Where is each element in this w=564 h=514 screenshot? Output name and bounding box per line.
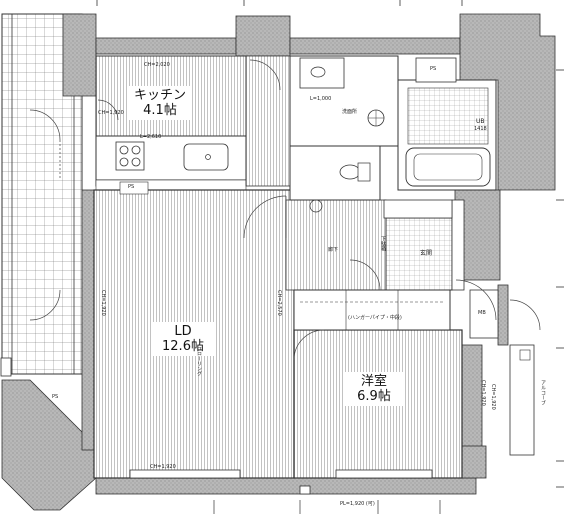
wash-l-label: L=1,000	[310, 96, 332, 102]
bottom-dim-label: PL=1,920 (可)	[340, 501, 375, 507]
kitchen-size: 4.1帖	[143, 103, 177, 118]
shoe-box-label: 下駄箱	[380, 236, 386, 251]
ub-label: UB	[476, 118, 485, 125]
kitchen-name: キッチン	[133, 88, 186, 103]
bottom-dimension-ticks	[213, 500, 441, 514]
ld-ch-left-label: CH=1,920	[100, 290, 106, 316]
ps-left-label: PS	[52, 394, 59, 400]
ld-ch-bottom-label: CH=1,920	[150, 464, 176, 470]
washroom-label: 洗面所	[342, 109, 358, 115]
ld-label: LD 12.6帖	[152, 322, 214, 356]
western-size: 6.9帖	[357, 389, 391, 404]
alcove	[509, 344, 535, 456]
ps-top-label: PS	[430, 66, 437, 72]
kitchen-counter	[95, 135, 247, 191]
hallway-floor	[285, 199, 387, 291]
flooring-label: フローリング	[196, 346, 202, 376]
outer-walls	[1, 13, 556, 511]
closet-label: (ハンガーパイプ・中段)	[348, 315, 402, 321]
entrance-floor	[385, 217, 453, 291]
alcove-label: アルコーブ	[540, 380, 546, 405]
kitchen-ch-label: CH=2,020	[144, 62, 170, 68]
kitchen-label: キッチン 4.1帖	[128, 86, 192, 120]
washroom	[289, 55, 399, 147]
corridor-floor	[245, 55, 291, 187]
western-room-label: 洋室 6.9帖	[344, 372, 404, 406]
ld-size: 12.6帖	[162, 339, 204, 354]
mb-label: MB	[478, 310, 486, 316]
hallway-label: 廊下	[328, 247, 339, 253]
genkan-label: 玄関	[420, 250, 433, 257]
kitchen-ch2-label: CH=1,920	[98, 110, 124, 116]
door-swings	[29, 59, 541, 361]
windows	[129, 469, 433, 495]
shoe-box	[451, 199, 465, 291]
ps-box-kitchen	[119, 181, 149, 195]
ps-kitchen-label: PS	[128, 184, 135, 190]
western-name: 洋室	[360, 374, 387, 389]
toilet-room	[289, 145, 381, 213]
mb-box	[469, 289, 499, 339]
top-dimension-ticks	[96, 0, 463, 6]
door-ch-label: CH=1,920	[490, 384, 496, 410]
ld-name: LD	[174, 324, 192, 339]
ps-box-top	[415, 57, 457, 83]
kitchen-l-label: L=2,610	[140, 134, 162, 140]
western-ch-label: CH=1,920	[480, 380, 486, 406]
ld-ch-center-label: CH=2,570	[276, 290, 282, 316]
right-dimension-ticks	[556, 69, 564, 488]
ub-size-label: 1418	[474, 126, 487, 132]
closet	[293, 289, 451, 331]
unit-bath	[397, 79, 497, 191]
